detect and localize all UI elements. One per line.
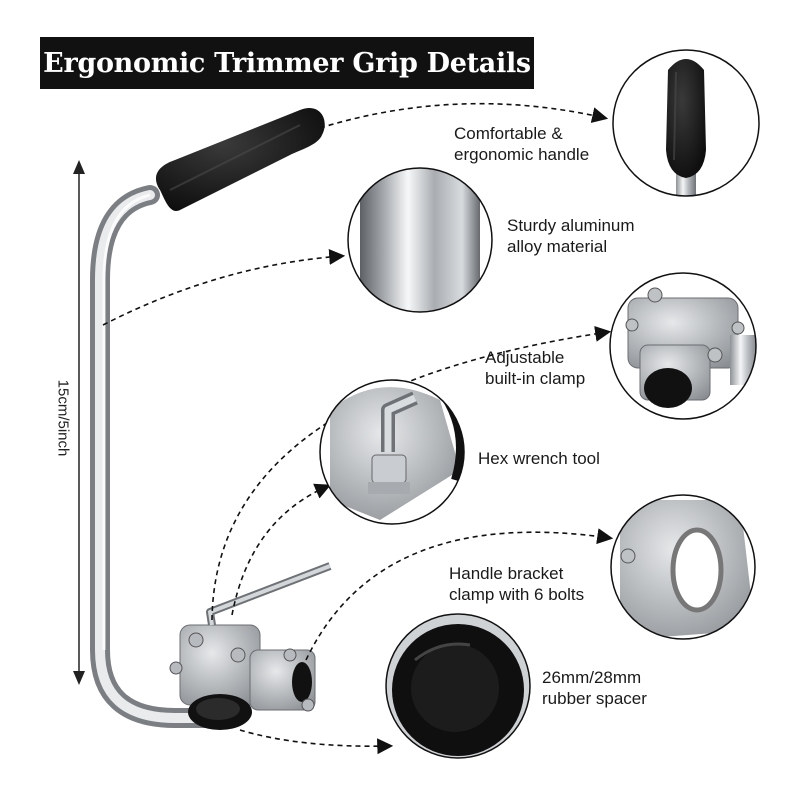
callout-rubber-spacer: 26mm/28mm rubber spacer xyxy=(542,668,647,708)
handle-tube xyxy=(90,185,220,728)
callout-hex-wrench: Hex wrench tool xyxy=(478,449,600,468)
black-grip xyxy=(155,108,325,211)
callout-bracket-bolts: Handle bracket clamp with 6 bolts xyxy=(449,564,585,604)
dimension-arrow xyxy=(73,160,85,685)
callout-ergonomic-handle: Comfortable & ergonomic handle xyxy=(454,124,590,164)
aluminum-detail-circle xyxy=(347,167,493,313)
bracket-detail-circle xyxy=(610,494,756,640)
spacer-detail-circle xyxy=(385,613,531,759)
callout-aluminum-material: Sturdy aluminum alloy material xyxy=(507,216,635,256)
hex-wrench-detail-circle xyxy=(319,379,465,525)
dimension-label: 15cm/5inch xyxy=(54,379,72,457)
clamp-detail-circle xyxy=(609,272,757,420)
grip-detail-circle xyxy=(612,49,760,197)
clamp-assembly xyxy=(169,562,332,730)
callout-connectors xyxy=(102,102,614,755)
callout-built-in-clamp: Adjustable built-in clamp xyxy=(485,348,586,388)
page-title: Ergonomic Trimmer Grip Details xyxy=(40,37,534,89)
